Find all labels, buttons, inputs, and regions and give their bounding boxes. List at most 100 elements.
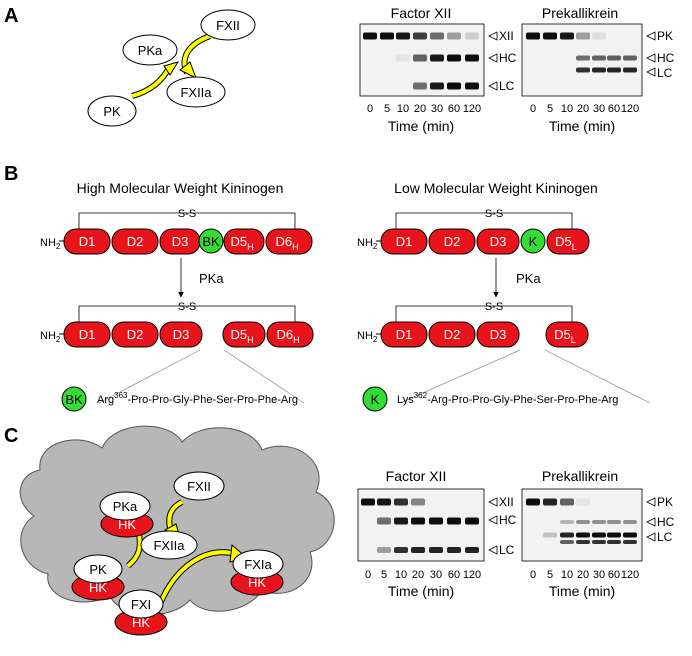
cloud-node-pka-label: PKa bbox=[113, 499, 138, 514]
gel-band bbox=[377, 547, 391, 553]
hk-cleaved-d3 bbox=[159, 321, 203, 348]
lk-cleaved-d5-sub: L bbox=[571, 335, 576, 345]
lk-cleaved-nh2-text: NH bbox=[357, 330, 373, 342]
gel-band bbox=[576, 32, 590, 40]
lane-tick-label: 5 bbox=[547, 103, 553, 115]
lane-tick-label: 120 bbox=[621, 103, 639, 115]
cloud-hk-3-label: HK bbox=[132, 615, 150, 630]
lk-nh2-text: NH bbox=[357, 237, 373, 249]
cloud-node-fxia bbox=[232, 549, 284, 579]
marker-triangle bbox=[646, 31, 656, 41]
cloud-node-fxii-label: FXII bbox=[187, 479, 211, 494]
gel-band bbox=[576, 540, 590, 544]
gel-band bbox=[411, 498, 425, 506]
lk-cleaved-ss-label: S-S bbox=[485, 301, 503, 313]
hk-cleaved-d5 bbox=[222, 321, 266, 348]
cloud-node-fxia-label: FXIa bbox=[244, 557, 272, 572]
lane-tick-label: 20 bbox=[577, 103, 589, 115]
hk-cleaved-d6-label: D6H bbox=[276, 327, 299, 345]
hk-release-line-right bbox=[223, 349, 305, 404]
hk-seq-rest: -Pro-Pro-Gly-Phe-Ser-Pro-Phe-Arg bbox=[127, 394, 298, 406]
gel-c-pk-title: Prekallikrein bbox=[542, 468, 618, 484]
lk-seq-sup: 362 bbox=[414, 391, 428, 400]
band-label-hc: HC bbox=[657, 51, 675, 65]
lane-tick-label: 120 bbox=[463, 103, 481, 115]
hk-d6-text: D6 bbox=[275, 234, 292, 249]
node-fxiia bbox=[166, 76, 226, 108]
gel-band bbox=[623, 55, 637, 61]
hk-cleaved-d5-sub: H bbox=[247, 335, 254, 345]
lane-tick-label: 120 bbox=[621, 569, 639, 581]
gel-band bbox=[592, 67, 606, 73]
gel-c-pk-frame bbox=[521, 488, 643, 562]
lk-cleaved-domains: D1 D2 D3 D5L bbox=[380, 321, 589, 348]
lane-tick-label: 20 bbox=[577, 569, 589, 581]
hk-enzyme-label: PKa bbox=[199, 271, 224, 286]
lk-cleaved-d5-text: D5 bbox=[554, 327, 571, 342]
gel-band bbox=[592, 55, 606, 61]
gel-a-fxii-bands bbox=[363, 32, 479, 90]
lane-tick-label: 10 bbox=[397, 103, 409, 115]
node-pka bbox=[122, 34, 178, 66]
lk-cleaved-d3 bbox=[476, 321, 520, 348]
lk-released-k-label: K bbox=[371, 392, 380, 407]
lane-tick-label: 10 bbox=[561, 569, 573, 581]
gel-band bbox=[592, 32, 606, 40]
gel-band bbox=[607, 532, 621, 538]
marker-triangle bbox=[646, 53, 656, 63]
lk-nh2: NH2 bbox=[357, 237, 378, 251]
gel-band bbox=[576, 532, 590, 538]
gel-a-pk-bands bbox=[526, 32, 637, 73]
lk-title: Low Molecular Weight Kininogen bbox=[394, 180, 598, 196]
hk-disulfide-bridge bbox=[78, 212, 296, 230]
hk-cleaved-ss-label: S-S bbox=[178, 301, 196, 313]
hk-cleaved-d1 bbox=[63, 321, 111, 348]
hk-cleaved-nh2: NH2 bbox=[40, 330, 61, 344]
marker-triangle bbox=[646, 497, 656, 507]
gel-band bbox=[576, 55, 590, 61]
lk-cleaved-nh2-sub: 2 bbox=[373, 335, 378, 344]
lane-tick-label: 0 bbox=[530, 103, 536, 115]
lk-cleaved-nh2: NH2 bbox=[357, 330, 378, 344]
gel-a-pk-marker-labels: PK HC LC bbox=[646, 29, 675, 80]
lk-domain-d1-label: D1 bbox=[396, 234, 413, 249]
lane-tick-label: 0 bbox=[365, 569, 371, 581]
gel-band bbox=[543, 532, 557, 538]
lk-seq-start: Lys bbox=[397, 394, 414, 406]
lane-tick-label: 10 bbox=[561, 103, 573, 115]
lk-disulfide-bridge bbox=[395, 212, 573, 230]
gel-c-pk-xlabel: Time (min) bbox=[549, 583, 615, 599]
gel-band bbox=[607, 67, 621, 73]
gel-band bbox=[430, 82, 444, 90]
gel-band bbox=[592, 532, 606, 538]
hk-domain-d2 bbox=[111, 228, 159, 255]
gel-band bbox=[465, 32, 479, 40]
node-fxiia-label: FXIIa bbox=[180, 85, 212, 100]
lk-d5-sub: L bbox=[572, 242, 577, 252]
hk-seq-start: Arg bbox=[97, 394, 114, 406]
lane-tick-label: 60 bbox=[448, 569, 460, 581]
hk-bradykinin bbox=[198, 228, 224, 254]
gel-band bbox=[411, 517, 425, 525]
gel-band bbox=[623, 67, 637, 73]
marker-triangle bbox=[646, 532, 656, 542]
gel-a-fxii-xlabel: Time (min) bbox=[388, 118, 454, 134]
gel-band bbox=[429, 517, 443, 525]
lk-domain-d3-label: D3 bbox=[490, 234, 507, 249]
band-label-lc: LC bbox=[499, 79, 515, 93]
lane-tick-label: 30 bbox=[593, 569, 605, 581]
lane-tick-label: 30 bbox=[431, 103, 443, 115]
hk-nh2-sub: 2 bbox=[56, 242, 61, 251]
hk-domain-d2-label: D2 bbox=[127, 234, 144, 249]
lk-kallidin-label: K bbox=[529, 234, 538, 249]
hk-domain-d1-label: D1 bbox=[79, 234, 96, 249]
cloud-node-fxi bbox=[118, 589, 164, 619]
lane-tick-label: 10 bbox=[395, 569, 407, 581]
lane-tick-label: 5 bbox=[547, 569, 553, 581]
lane-tick-label: 5 bbox=[381, 569, 387, 581]
band-label-lc: LC bbox=[657, 530, 673, 544]
lk-domains: D1 D2 D3 K D5L bbox=[380, 228, 590, 255]
